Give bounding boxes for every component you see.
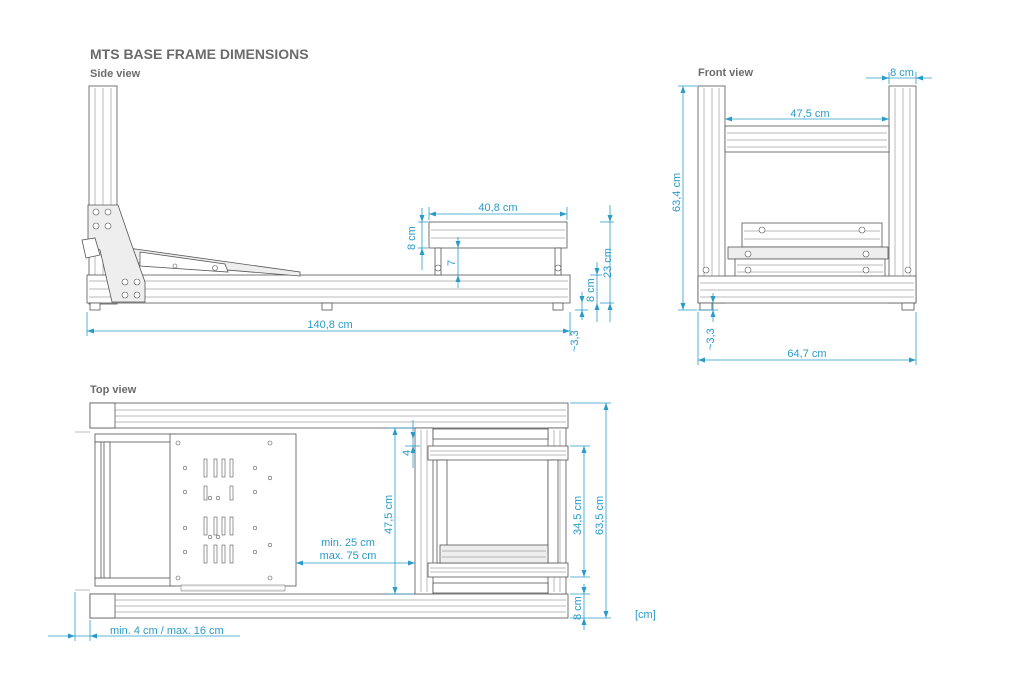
dim-side-pedal-profile: 8 cm — [406, 226, 418, 250]
dim-top-total: 63,5 cm — [594, 496, 606, 535]
side-pedal-deck — [428, 221, 568, 249]
dim-top-inner: 47,5 cm — [383, 495, 395, 534]
side-dimensions: 140,8 cm 40,8 cm 8 cm 7 23 cm 8 cm — [86, 202, 614, 352]
page-title: MTS BASE FRAME DIMENSIONS — [90, 46, 309, 62]
front-pedal-deck — [741, 222, 883, 248]
top-pedal-bar-front — [427, 445, 569, 461]
dim-side-pedal-height: 23 cm — [602, 248, 614, 278]
front-post-right — [888, 85, 917, 304]
dim-front-height: 63,4 cm — [671, 173, 683, 212]
front-base-beam — [697, 275, 917, 304]
dim-side-length: 140,8 cm — [307, 319, 352, 331]
front-foot-left — [699, 302, 713, 311]
dim-top-pedal-span: 34,5 cm — [572, 496, 584, 535]
side-foot-right — [552, 302, 564, 311]
dim-front-profile: 8 cm — [890, 67, 914, 79]
dim-side-base-profile: 8 cm — [585, 278, 597, 302]
front-dimensions: 8 cm 47,5 cm 63,4 cm ~3,3 64,7 cm — [671, 67, 932, 365]
top-pedal-bar-rear — [427, 562, 569, 578]
dim-top-profile: 8 cm — [572, 596, 584, 620]
side-foot-mid — [321, 302, 333, 311]
front-view — [697, 85, 917, 311]
dim-top-gap: 4 — [401, 450, 413, 456]
top-view-label: Top view — [90, 384, 137, 396]
dim-top-offset: min. 4 cm / max. 16 cm — [110, 625, 224, 637]
dim-top-seat-max: max. 75 cm — [320, 550, 377, 562]
dim-side-foot: ~3,3 — [569, 330, 581, 352]
dim-front-inner-width: 47,5 cm — [790, 108, 829, 120]
top-dimensions: 4 47,5 cm min. 25 cm max. 75 cm 34,5 cm … — [48, 402, 611, 641]
side-foot-left — [89, 302, 101, 311]
dim-side-pedal-width: 40,8 cm — [478, 202, 517, 214]
front-view-label: Front view — [698, 67, 753, 79]
dim-front-foot: ~3,3 — [705, 328, 717, 350]
front-post-left — [697, 85, 726, 304]
front-crossbar — [724, 125, 890, 153]
dim-front-width: 64,7 cm — [787, 348, 826, 360]
unit-note: [cm] — [635, 609, 656, 621]
top-view — [75, 402, 569, 619]
dim-top-seat-min: min. 25 cm — [321, 537, 375, 549]
side-view — [81, 85, 571, 311]
top-rail-upper — [89, 402, 569, 429]
dim-side-pedal-gap: 7 — [446, 260, 458, 266]
side-view-label: Side view — [90, 68, 141, 80]
top-deck-left-beam — [414, 427, 434, 595]
front-foot-right — [901, 302, 915, 311]
